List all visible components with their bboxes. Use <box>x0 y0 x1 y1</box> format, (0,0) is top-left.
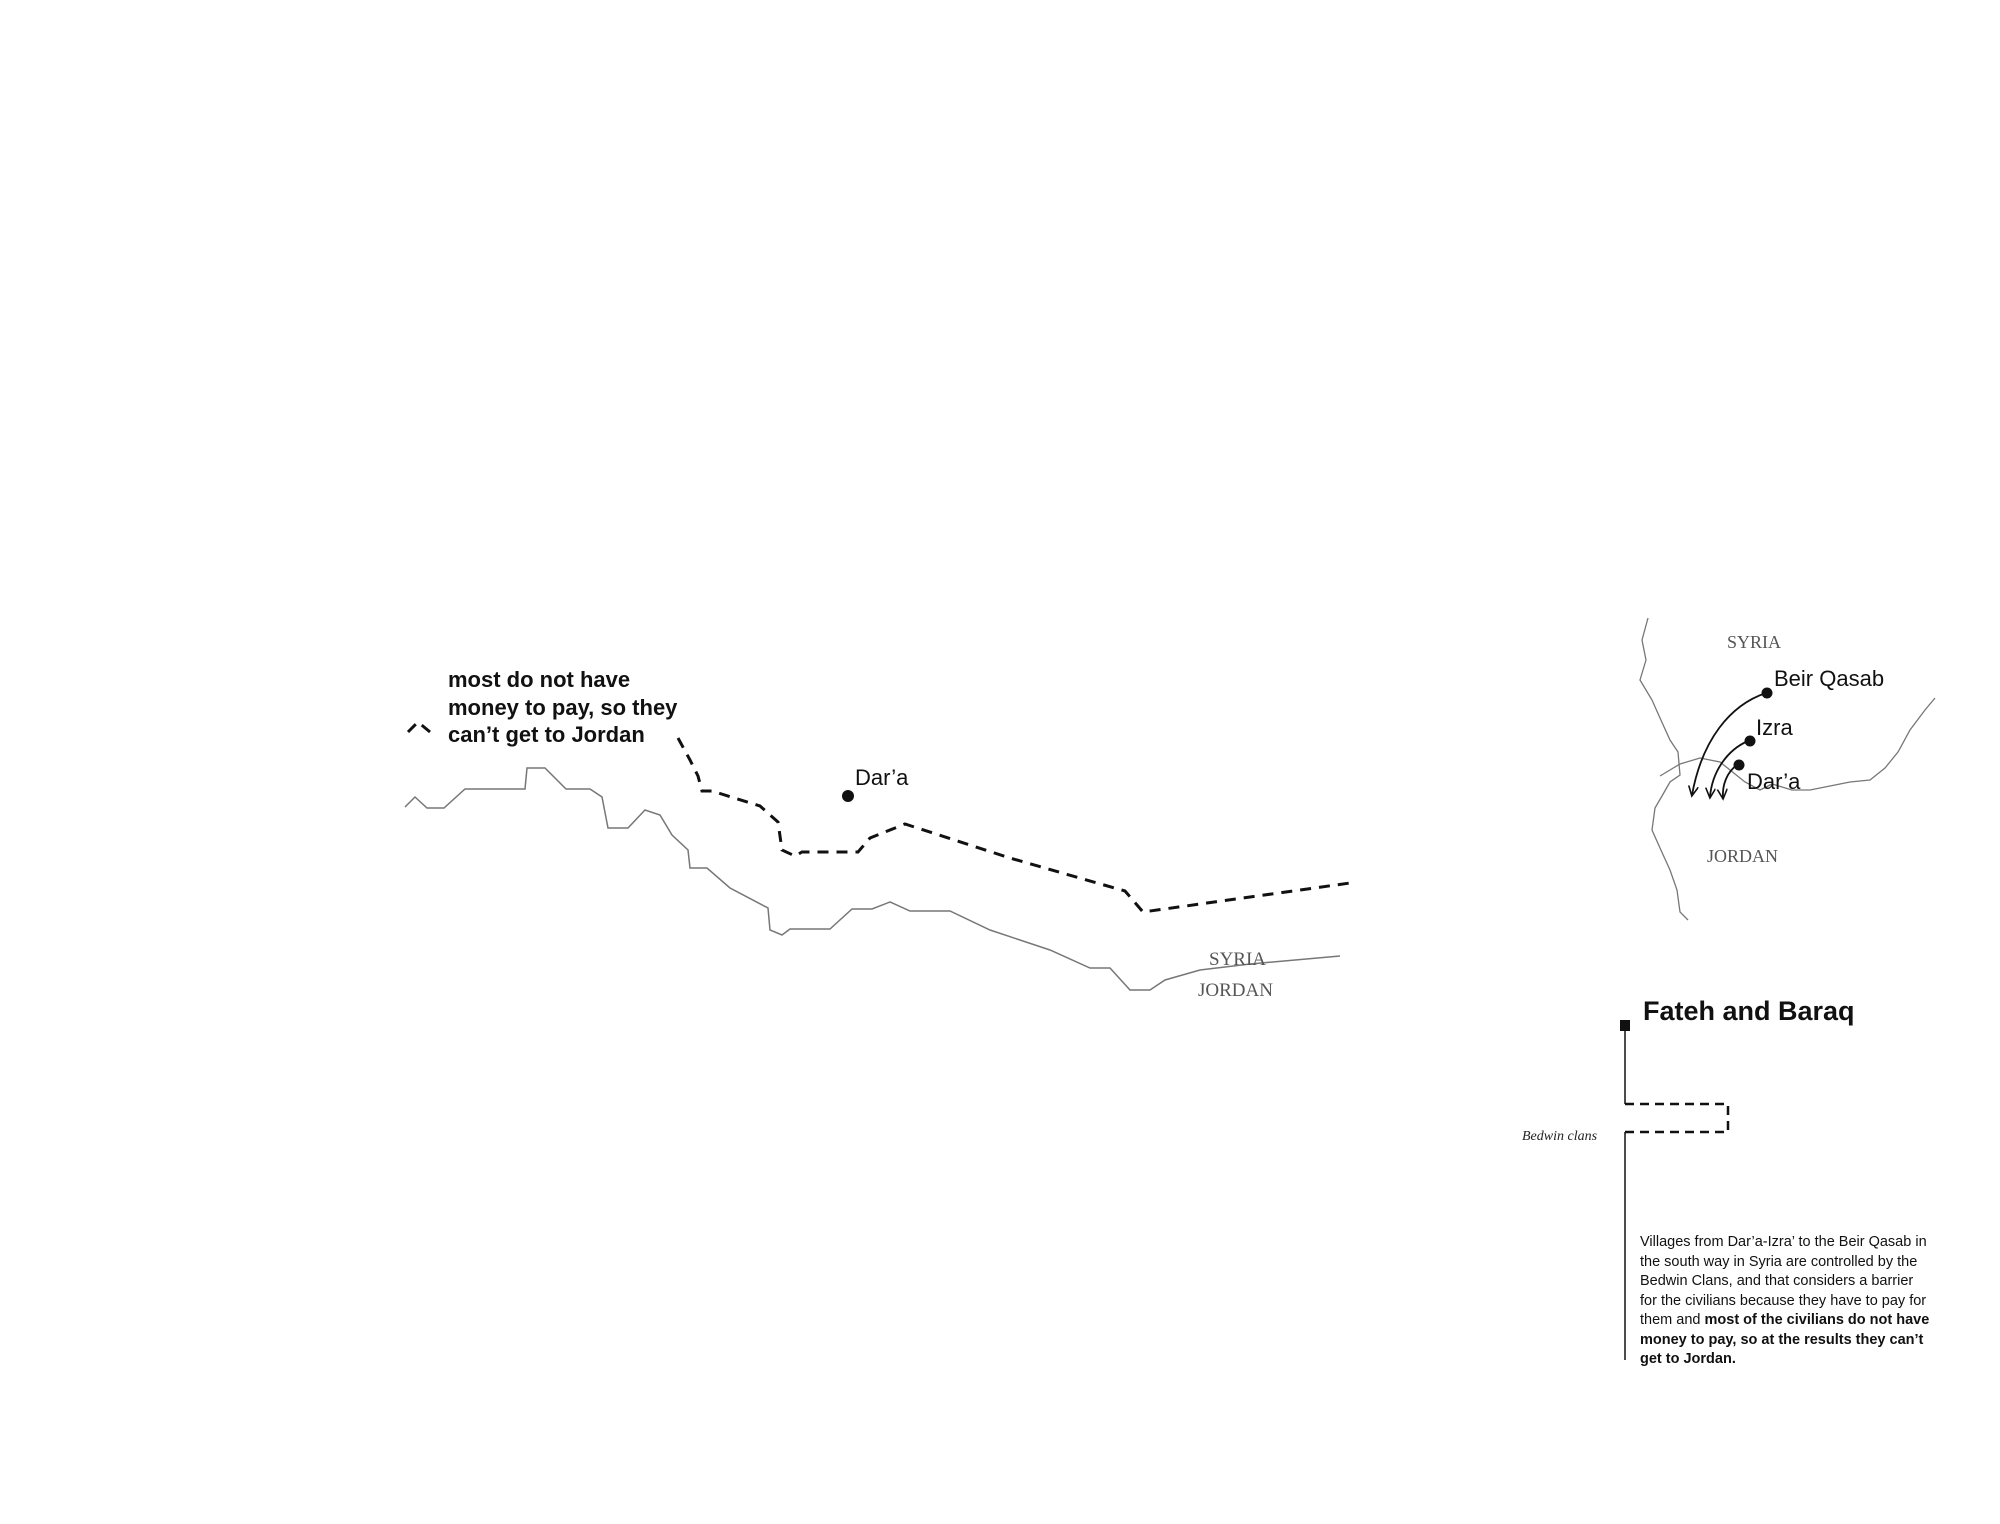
place-label-beir-qasab: Beir Qasab <box>1774 666 1884 691</box>
arrow-beir-qasab <box>1692 692 1767 795</box>
border-label-jordan: JORDAN <box>1198 980 1273 1001</box>
dashed-route <box>406 719 1351 914</box>
legend-marker-square <box>1620 1020 1630 1031</box>
place-label-dara: Dar’a <box>1747 769 1801 794</box>
main-map: Dar’a most do not have money to pay, so … <box>404 667 1351 1001</box>
legend-description-regular: Villages from Dar’a-Izra’ to the Beir Qa… <box>1640 1234 1927 1328</box>
place-dot-izra <box>1744 735 1756 747</box>
dara-city-label: Dar’a <box>855 765 909 790</box>
annotation-line-3: can’t get to Jordan <box>448 722 645 747</box>
legend-title: Fateh and Baraq <box>1643 996 1855 1026</box>
inset-map: SYRIA JORDAN Beir Qasab Izra Dar’a <box>1639 617 1936 921</box>
border-label-syria: SYRIA <box>1209 949 1266 970</box>
inset-western-boundary <box>1639 617 1689 921</box>
place-dot-beir-qasab <box>1761 687 1773 699</box>
annotation-line-1: most do not have <box>448 667 630 692</box>
dara-city-dot <box>842 790 854 802</box>
annotation-line-2: money to pay, so they <box>448 695 678 720</box>
place-label-izra: Izra <box>1756 715 1793 740</box>
legend-dashed-bracket <box>1625 1102 1730 1134</box>
inset-border-line <box>1659 697 1936 791</box>
inset-country-jordan: JORDAN <box>1707 846 1778 866</box>
legend-description-bold: most of the civilians do not have money … <box>1640 1312 1930 1367</box>
place-dot-dara <box>1733 759 1745 771</box>
arrow-izra <box>1710 740 1749 797</box>
inset-country-syria: SYRIA <box>1727 632 1781 652</box>
legend-description: Villages from Dar’a-Izra’ to the Beir Qa… <box>1640 1233 1930 1370</box>
legend: Fateh and Baraq Bedwin clans <box>1522 996 1855 1360</box>
legend-side-label: Bedwin clans <box>1522 1129 1598 1144</box>
border-line <box>404 767 1341 991</box>
